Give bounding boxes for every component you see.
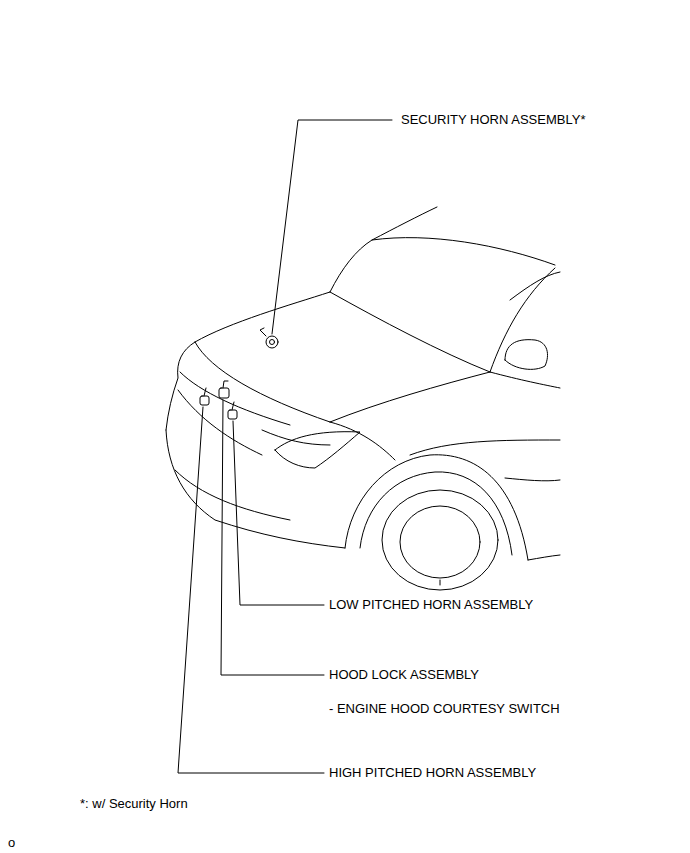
front-face <box>166 342 195 430</box>
part-label: LOW PITCHED HORN ASSEMBLY <box>329 597 533 613</box>
grille-side <box>178 390 262 455</box>
note-mark: o <box>8 835 15 851</box>
body-side <box>505 478 560 481</box>
hood-lock-symbol <box>219 381 229 398</box>
side-mirror <box>505 340 548 370</box>
tire <box>382 490 498 590</box>
fender-crease <box>330 372 490 422</box>
beltline <box>490 372 560 388</box>
leader-line <box>233 421 324 605</box>
low-horn-symbol <box>228 402 237 419</box>
leader-line <box>178 407 324 773</box>
wheel-arch <box>345 455 528 560</box>
hood-edge <box>195 292 330 342</box>
bumper-line <box>175 470 290 520</box>
part-label: SECURITY HORN ASSEMBLY* <box>401 112 585 128</box>
high-horn-symbol <box>200 388 209 405</box>
headlight-line <box>262 430 330 445</box>
footnote: *: w/ Security Horn <box>80 796 188 812</box>
part-label: HIGH PITCHED HORN ASSEMBLY <box>329 765 536 781</box>
bumper <box>166 430 345 548</box>
security-horn-symbol <box>260 328 278 348</box>
leader-line <box>221 400 324 675</box>
hood-rear <box>330 292 490 372</box>
window-line <box>510 272 560 300</box>
grille-top <box>180 372 290 425</box>
rocker <box>528 555 560 560</box>
windshield-top <box>372 238 555 265</box>
wheel-detail <box>440 580 441 585</box>
leader-line <box>272 120 392 334</box>
side-crease <box>410 440 560 455</box>
wheel-rim <box>400 506 480 578</box>
part-label: - ENGINE HOOD COURTESY SWITCH <box>329 701 560 717</box>
hood-front <box>195 342 330 422</box>
headlight <box>275 432 360 468</box>
part-label: HOOD LOCK ASSEMBLY <box>329 667 479 683</box>
windshield-frame <box>330 207 437 292</box>
a-pillar <box>490 268 555 372</box>
fender-front <box>330 422 395 460</box>
